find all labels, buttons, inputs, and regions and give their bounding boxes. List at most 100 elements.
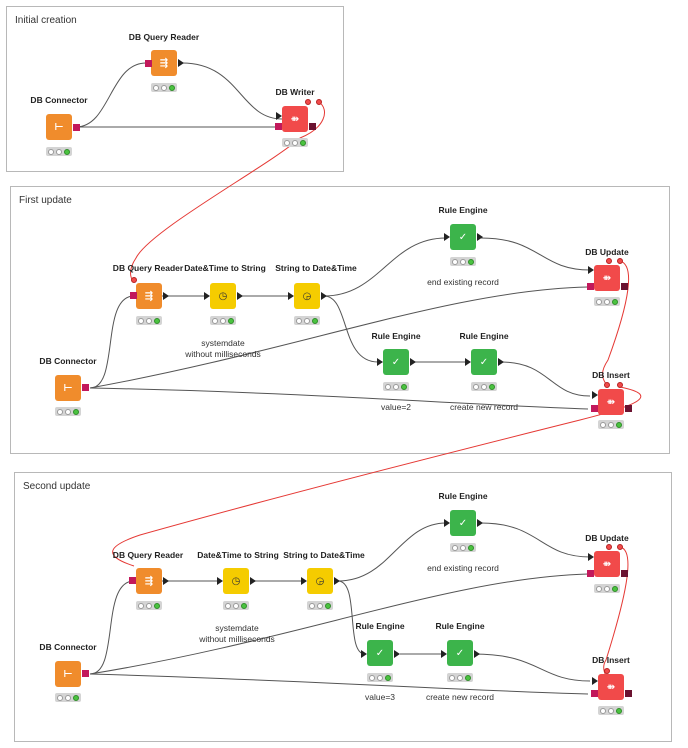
data-input-port[interactable] (592, 677, 598, 685)
flow-variable-port[interactable] (606, 258, 612, 264)
string-to-date-time-node[interactable]: ◶ (307, 568, 333, 594)
data-output-port[interactable] (237, 292, 243, 300)
db-input-port[interactable] (591, 690, 598, 697)
data-input-port[interactable] (592, 391, 598, 399)
status-light-executed (228, 317, 234, 324)
db-output-port[interactable] (625, 690, 632, 697)
flow-variable-port[interactable] (617, 544, 623, 550)
data-input-port[interactable] (588, 266, 594, 274)
flow-variable-port[interactable] (617, 258, 623, 264)
db-output-port[interactable] (621, 570, 628, 577)
status-light-executed (468, 544, 474, 551)
data-input-port[interactable] (465, 358, 471, 366)
data-output-port[interactable] (163, 577, 169, 585)
db-input-port[interactable] (275, 123, 282, 130)
db-connector-node[interactable]: ⊢ (55, 661, 81, 687)
db-input-port[interactable] (145, 60, 152, 67)
status-light (473, 383, 479, 390)
rule-engine-node[interactable]: ✓ (471, 349, 497, 375)
data-output-port[interactable] (498, 358, 504, 366)
db-input-port[interactable] (587, 283, 594, 290)
flow-variable-port[interactable] (604, 382, 610, 388)
status-light (146, 602, 152, 609)
rule-engine-node[interactable]: ✓ (367, 640, 393, 666)
rule-engine-node[interactable]: ✓ (383, 349, 409, 375)
db-output-port[interactable] (309, 123, 316, 130)
flow-variable-port[interactable] (604, 668, 610, 674)
data-output-port[interactable] (474, 650, 480, 658)
data-output-port[interactable] (321, 292, 327, 300)
status-light-executed (154, 602, 160, 609)
db-output-port[interactable] (621, 283, 628, 290)
data-input-port[interactable] (441, 650, 447, 658)
node-status-traffic-light (136, 601, 162, 610)
node-annotation: create new record (425, 692, 495, 702)
db-output-port[interactable] (73, 124, 80, 131)
db-connector-node[interactable]: ⊢ (55, 375, 81, 401)
db-input-port[interactable] (129, 577, 136, 584)
flow-variable-port[interactable] (305, 99, 311, 105)
data-input-port[interactable] (217, 577, 223, 585)
node-annotation: value=2 (380, 402, 412, 412)
node-annotation: create new record (449, 402, 519, 412)
data-output-port[interactable] (334, 577, 340, 585)
status-light (138, 602, 144, 609)
db-query-reader-node[interactable]: ⇶ (151, 50, 177, 76)
status-light-executed (154, 317, 160, 324)
node-title-db-connector: DB Connector (30, 95, 88, 105)
db-writer-node[interactable]: ⇻ (282, 106, 308, 132)
db-insert-node[interactable]: ⇻ (598, 674, 624, 700)
db-input-port[interactable] (587, 570, 594, 577)
db-query-reader-node[interactable]: ⇶ (136, 568, 162, 594)
db-input-port[interactable] (130, 292, 137, 299)
db-connector-node[interactable]: ⊢ (46, 114, 72, 140)
db-reader-icon: ⇶ (144, 575, 154, 587)
clock-convert-icon: ◷ (231, 575, 241, 587)
data-input-port[interactable] (588, 553, 594, 561)
db-update-node[interactable]: ⇻ (594, 551, 620, 577)
flow-variable-port[interactable] (316, 99, 322, 105)
data-input-port[interactable] (377, 358, 383, 366)
data-input-port[interactable] (444, 233, 450, 241)
db-input-port[interactable] (591, 405, 598, 412)
data-input-port[interactable] (361, 650, 367, 658)
db-output-port[interactable] (82, 670, 89, 677)
data-output-port[interactable] (250, 577, 256, 585)
date-time-to-string-node[interactable]: ◷ (210, 283, 236, 309)
db-update-node[interactable]: ⇻ (594, 265, 620, 291)
status-light (309, 602, 315, 609)
data-input-port[interactable] (288, 292, 294, 300)
db-query-reader-node[interactable]: ⇶ (136, 283, 162, 309)
node-title-db-query-reader: DB Query Reader (128, 32, 200, 42)
flow-variable-port[interactable] (617, 382, 623, 388)
data-input-port[interactable] (204, 292, 210, 300)
status-light (233, 602, 239, 609)
data-output-port[interactable] (163, 292, 169, 300)
data-output-port[interactable] (477, 233, 483, 241)
node-annotation: end existing record (427, 277, 499, 287)
string-to-date-time-node[interactable]: ◶ (294, 283, 320, 309)
data-output-port[interactable] (410, 358, 416, 366)
rule-engine-node[interactable]: ✓ (450, 224, 476, 250)
status-light (604, 298, 610, 305)
data-output-port[interactable] (178, 59, 184, 67)
db-output-port[interactable] (625, 405, 632, 412)
data-input-port[interactable] (276, 112, 282, 120)
date-time-to-string-node[interactable]: ◷ (223, 568, 249, 594)
rule-engine-node[interactable]: ✓ (450, 510, 476, 536)
db-output-port[interactable] (82, 384, 89, 391)
node-status-traffic-light (450, 543, 476, 552)
data-output-port[interactable] (394, 650, 400, 658)
status-light-executed (312, 317, 318, 324)
data-input-port[interactable] (444, 519, 450, 527)
node-title-date-time-to-string: Date&Time to String (184, 263, 266, 273)
flow-variable-port[interactable] (131, 277, 137, 283)
status-light (369, 674, 375, 681)
data-input-port[interactable] (301, 577, 307, 585)
data-output-port[interactable] (477, 519, 483, 527)
db-insert-node[interactable]: ⇻ (598, 389, 624, 415)
rule-engine-node[interactable]: ✓ (447, 640, 473, 666)
flow-variable-port[interactable] (606, 544, 612, 550)
status-light-executed (73, 694, 79, 701)
status-light (292, 139, 298, 146)
